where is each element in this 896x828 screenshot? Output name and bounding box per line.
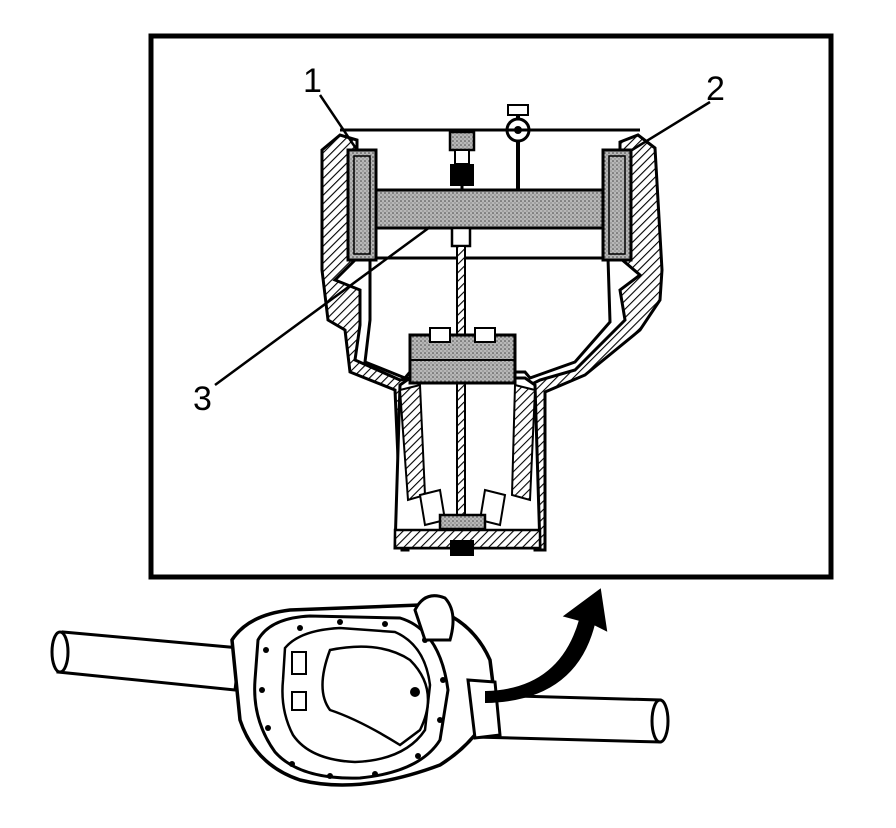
callout-3: 3	[193, 380, 212, 418]
axle-assembly	[50, 594, 670, 787]
curved-arrow-icon	[485, 588, 608, 704]
callout-1: 1	[303, 62, 322, 100]
right-plug-2	[601, 148, 633, 262]
right-axle-tube	[473, 693, 662, 744]
pinion-shaft-tool	[408, 226, 517, 556]
dial-indicator	[448, 104, 545, 190]
leader-line-2	[631, 100, 711, 152]
left-axle-tube	[56, 630, 242, 692]
leader-line-3	[214, 225, 431, 387]
leader-line-1	[318, 94, 359, 151]
detail-inset: 1 2 3	[148, 33, 834, 580]
gauge-bar-3	[374, 188, 605, 230]
callout-2: 2	[706, 70, 725, 108]
left-plug-1	[346, 148, 378, 262]
